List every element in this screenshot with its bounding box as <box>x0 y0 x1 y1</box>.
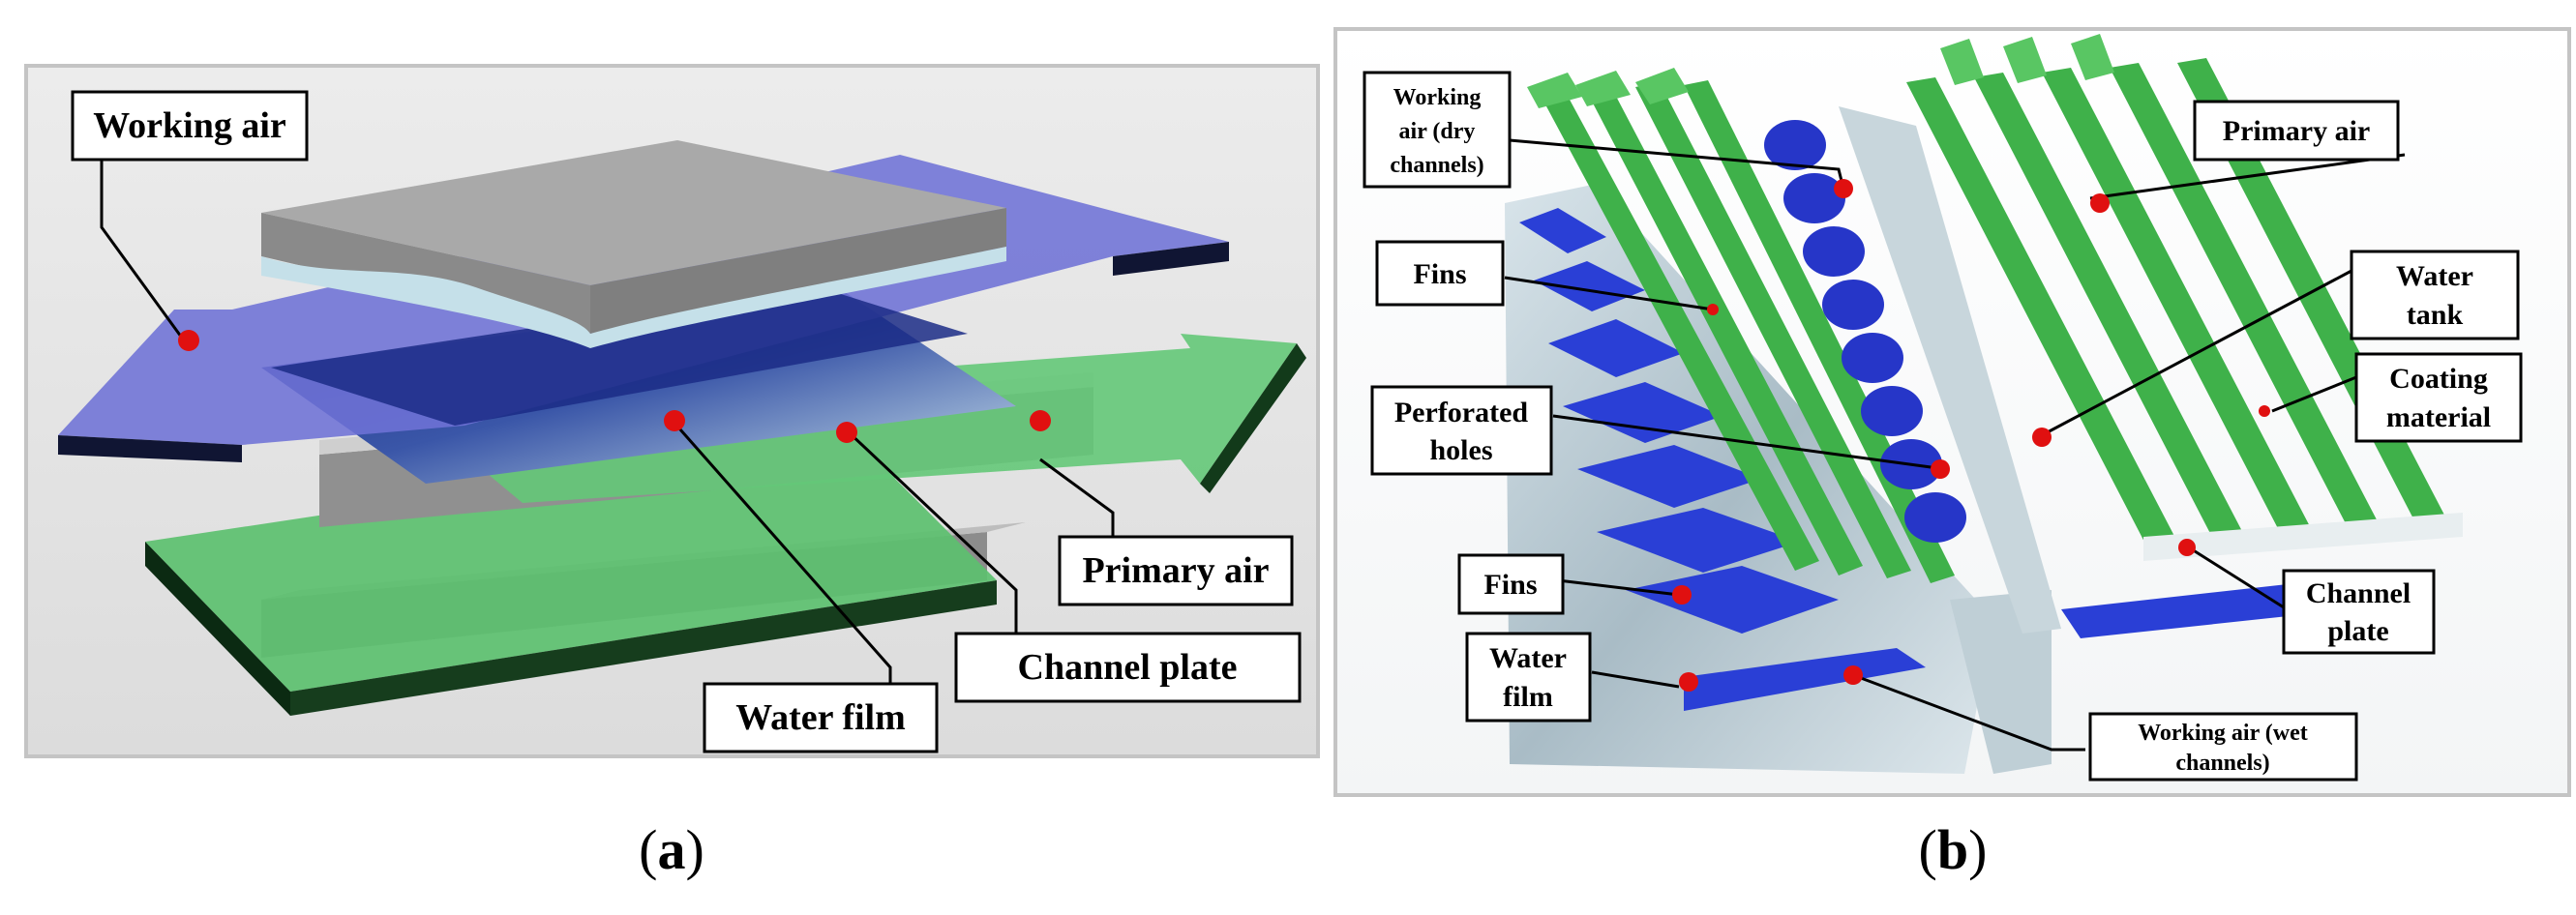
primary-air-b-marker <box>2090 193 2110 213</box>
working-air-dry-label-line1: Working <box>1393 85 1482 110</box>
primary-air-label: Primary air <box>1082 550 1269 591</box>
working-air-label-box <box>71 90 309 162</box>
caption-b: (b) <box>1919 818 1988 881</box>
coating-material-label-line1: Coating <box>2389 363 2488 395</box>
channel-plate-marker <box>836 422 857 443</box>
fins-bottom-label-box <box>1457 553 1565 615</box>
water-film-label-box <box>703 682 939 753</box>
channel-plate-label-box <box>954 632 1302 703</box>
water-tank-label-line1: Water <box>2396 260 2473 292</box>
channel-plate-label: Channel plate <box>1018 647 1238 688</box>
perforated-holes-leader <box>1552 414 1946 471</box>
caption-a: (a) <box>639 818 704 881</box>
water-tank-label-line2: tank <box>2407 299 2464 331</box>
primary-air-lower-layer <box>145 435 997 692</box>
water-tank-label-box <box>2350 250 2520 340</box>
water-film-b-label-line1: Water <box>1489 642 1567 674</box>
water-film-b-label-box <box>1465 632 1592 723</box>
channel-plate-b-label-line1: Channel <box>2306 577 2411 609</box>
fins-top-leader <box>1504 276 1714 311</box>
water-tank-leader <box>2041 269 2352 437</box>
primary-air-label-box <box>1058 535 1294 606</box>
working-air-wet-marker <box>1843 665 1863 685</box>
water-tank-wall <box>1839 106 2061 634</box>
fins-bottom-marker <box>1672 585 1692 605</box>
panel-a: Working air Primary air Channel plate Wa… <box>24 64 1320 881</box>
primary-air-leader <box>1039 458 1115 542</box>
water-film-marker <box>664 410 685 431</box>
working-air-dry-label-line3: channels) <box>1390 153 1483 178</box>
working-air-leader <box>100 160 186 341</box>
working-air-dry-label-line2: air (dry <box>1399 119 1476 144</box>
coating-material-marker <box>2259 405 2270 417</box>
working-air-wet-label-box <box>2088 712 2358 782</box>
coating-material-label-box <box>2354 352 2523 443</box>
channel-plate-leader <box>845 428 1018 638</box>
working-air-channel <box>271 285 968 426</box>
water-film-b-leader <box>1591 670 1680 689</box>
coating-material-label-line2: material <box>2386 401 2491 433</box>
panel-b: Working air (dry channels) Fins Perforat… <box>1333 27 2571 881</box>
perforated-holes-label-line2: holes <box>1429 434 1492 466</box>
perforated-holes-label-line1: Perforated <box>1394 397 1529 428</box>
water-film-b-label-line2: film <box>1503 681 1553 713</box>
channel-plate-b-marker <box>2178 539 2196 556</box>
water-film-leader <box>671 420 892 687</box>
channel-plate-b-leader <box>2191 547 2285 609</box>
primary-air-b-label: Primary air <box>2223 115 2370 147</box>
water-film-label: Water film <box>735 697 906 738</box>
working-air-dry-marker <box>1834 179 1853 198</box>
water-film-b-marker <box>1679 672 1698 692</box>
working-air-label: Working air <box>93 105 286 146</box>
perforated-holes-label-box <box>1370 385 1553 476</box>
channel-plate-b-label-box <box>2282 569 2436 655</box>
fins-bottom-label: Fins <box>1483 569 1537 601</box>
top-plate <box>261 140 1006 285</box>
working-air-marker <box>178 330 199 351</box>
primary-air-marker <box>1030 410 1051 431</box>
working-air-wet-label-line1: Working air (wet <box>2138 721 2308 746</box>
divider-sheet <box>1950 590 2052 774</box>
primary-air-b-leader <box>2089 153 2406 200</box>
working-air-wet-leader <box>1852 673 2085 752</box>
wet-channel-arrows <box>1519 208 2351 711</box>
working-air-dry-label-box <box>1363 71 1512 189</box>
primary-air-b-label-box <box>2193 100 2400 162</box>
coating-material-leader <box>2271 375 2357 413</box>
working-air-wet-label-line2: channels) <box>2175 751 2269 776</box>
channel-plate-b-label-line2: plate <box>2327 615 2388 647</box>
fins-top-label-box <box>1375 240 1505 307</box>
fins-top-marker <box>1707 304 1719 315</box>
perforated-holes-marker <box>1931 459 1950 479</box>
water-tank-marker <box>2032 428 2052 447</box>
fins-top-label: Fins <box>1413 258 1466 290</box>
